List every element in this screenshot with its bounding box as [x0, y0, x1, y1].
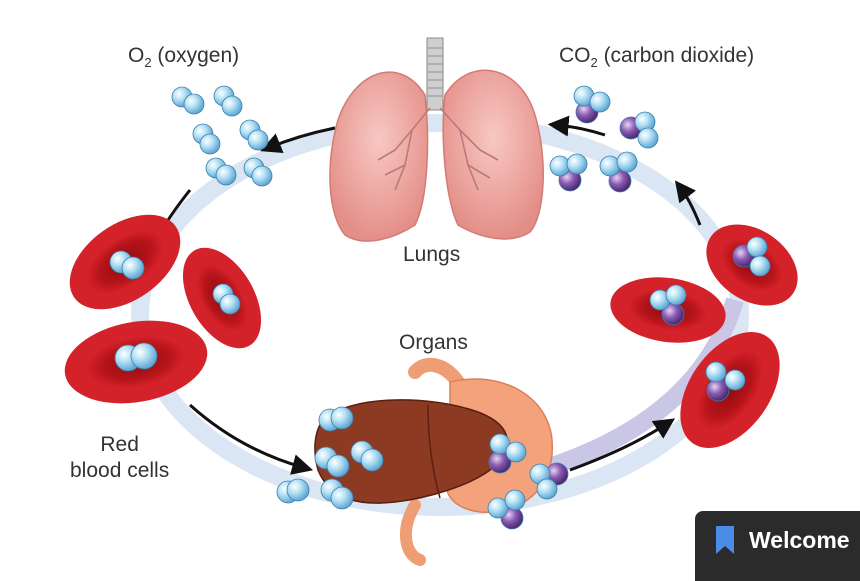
bookmark-icon: [716, 526, 734, 554]
o2-molecule: [239, 119, 269, 151]
lungs-illustration: [329, 37, 544, 242]
o2-molecule: [192, 123, 221, 155]
co2-molecule: [573, 85, 611, 124]
co2-molecule: [487, 489, 526, 530]
o2-molecule: [114, 342, 158, 372]
o2-molecule: [276, 478, 310, 504]
co2-molecule: [529, 462, 569, 500]
bronchi: [377, 107, 499, 191]
carbon-dioxide-label: CO2 (carbon dioxide): [559, 44, 755, 71]
co2-molecule: [488, 433, 527, 474]
co2-molecule: [705, 361, 746, 402]
co2-molecule: [619, 111, 659, 149]
co2-molecule: [649, 284, 687, 326]
arrow-lungs-to-oxygen: [260, 126, 336, 153]
o2-molecule: [350, 440, 384, 472]
arrow-co2-to-lungs: [547, 115, 606, 137]
co2-molecule: [549, 153, 588, 192]
co2-molecule: [732, 236, 771, 277]
o2-molecule: [171, 86, 205, 115]
o2-molecule: [318, 406, 354, 432]
liver: [314, 399, 508, 504]
oxygen-label: O2 (oxygen): [128, 44, 240, 71]
arrow-cells-to-organs: [188, 403, 314, 475]
oxygen-molecules: [109, 85, 384, 510]
circulation-ring-shade: [537, 297, 744, 479]
welcome-toast-text: Welcome: [749, 527, 850, 553]
left-lung: [329, 71, 429, 242]
red-blood-cell: [680, 332, 780, 448]
welcome-toast[interactable]: Welcome: [695, 511, 860, 581]
o2-molecule: [213, 85, 243, 117]
arrow-organs-to-cells: [569, 418, 676, 472]
o2-molecule: [109, 250, 145, 280]
o2-molecule: [320, 478, 354, 510]
esophagus: [408, 357, 467, 392]
duodenum: [399, 499, 426, 566]
o2-molecule: [243, 157, 273, 187]
o2-molecule: [314, 446, 350, 478]
circulation-ring: [131, 114, 749, 516]
right-lung: [442, 69, 544, 240]
organs-label: Organs: [399, 331, 468, 354]
o2-molecule: [205, 157, 237, 186]
o2-molecule: [212, 283, 241, 315]
co2-molecule: [599, 151, 638, 193]
liver-lobe-line: [427, 404, 441, 499]
organs-illustration: [314, 357, 553, 566]
trachea: [426, 37, 444, 111]
red-blood-cells-label: Red blood cells: [70, 433, 170, 482]
co2-molecules: [487, 85, 771, 530]
lungs-label: Lungs: [403, 243, 461, 266]
arrow-cells-to-co2: [674, 180, 702, 226]
